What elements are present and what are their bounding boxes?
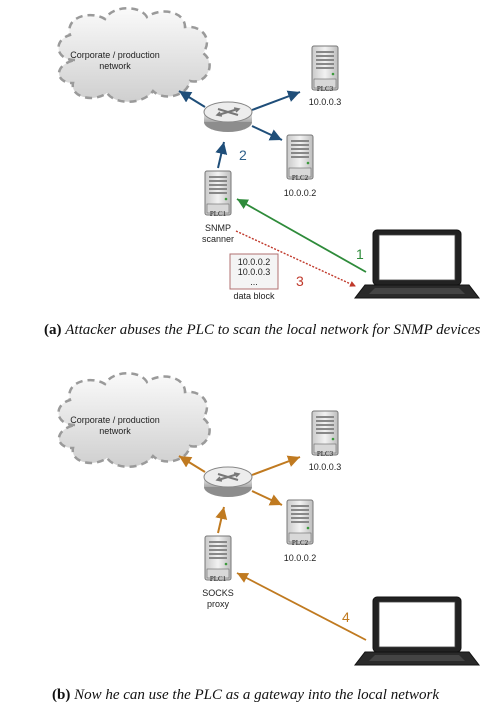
- cloud-label: Corporate / production: [70, 50, 160, 60]
- arrow-attacker-to-plc1: [236, 198, 367, 273]
- arrow-plc1-to-attacker: [235, 230, 356, 287]
- cloud-label: network: [99, 426, 131, 436]
- plc1-name: PLC1: [210, 210, 227, 218]
- server-icon: [286, 134, 314, 180]
- arrow-router-to-cloud: [178, 90, 206, 108]
- laptop-icon: [354, 596, 480, 666]
- server-icon: [286, 499, 314, 545]
- arrow-router-to-plc2: [251, 490, 283, 506]
- panel-a: Corporate / production network PLC3 10.0…: [57, 6, 480, 301]
- plc2-ip: 10.0.0.2: [284, 188, 317, 198]
- server-icon: [204, 535, 232, 581]
- plc2-name: PLC2: [292, 539, 309, 547]
- plc1-role: SOCKS: [202, 588, 234, 598]
- step-label: 4: [342, 609, 350, 625]
- plc2-name: PLC2: [292, 174, 309, 182]
- arrow-router-to-plc3: [251, 455, 301, 476]
- caption-tag: (b): [52, 687, 71, 703]
- caption-tag: (a): [44, 322, 62, 338]
- caption-a: (a) Attacker abuses the PLC to scan the …: [44, 321, 484, 339]
- server-icon: [204, 170, 232, 216]
- router-icon: [203, 101, 253, 133]
- arrow-plc1-to-router: [215, 506, 228, 534]
- arrow-attacker-to-plc1: [236, 572, 367, 641]
- arrow-router-to-plc3: [251, 90, 301, 111]
- plc1-role: SNMP: [205, 223, 231, 233]
- arrow-router-to-cloud: [178, 455, 206, 473]
- panel-b: Corporate / production network PLC3 10.0…: [57, 371, 480, 666]
- plc2-ip: 10.0.0.2: [284, 553, 317, 563]
- data-block-line: 10.0.0.2: [238, 257, 271, 267]
- step-label: 1: [356, 246, 364, 262]
- server-icon: [311, 45, 339, 91]
- caption-text: Now he can use the PLC as a gateway into…: [74, 687, 440, 703]
- plc1-name: PLC1: [210, 575, 227, 583]
- step-label: 2: [239, 147, 247, 163]
- plc3-name: PLC3: [317, 450, 334, 458]
- router-icon: [203, 466, 253, 498]
- caption-b: (b) Now he can use the PLC as a gateway …: [52, 686, 492, 704]
- arrow-plc1-to-router: [215, 141, 228, 169]
- plc1-role: proxy: [207, 599, 230, 609]
- arrow-router-to-plc2: [251, 125, 283, 141]
- laptop-icon: [354, 229, 480, 299]
- data-block-line: 10.0.0.3: [238, 267, 271, 277]
- data-block: [229, 253, 279, 290]
- plc3-ip: 10.0.0.3: [309, 462, 342, 472]
- plc3-name: PLC3: [317, 85, 334, 93]
- data-block-line: ...: [250, 277, 258, 287]
- plc3-ip: 10.0.0.3: [309, 97, 342, 107]
- cloud-label: network: [99, 61, 131, 71]
- caption-text: Attacker abuses the PLC to scan the loca…: [65, 322, 481, 338]
- step-label: 3: [296, 273, 304, 289]
- data-block-label: data block: [233, 291, 275, 301]
- server-icon: [311, 410, 339, 456]
- plc1-role: scanner: [202, 234, 234, 244]
- cloud-label: Corporate / production: [70, 415, 160, 425]
